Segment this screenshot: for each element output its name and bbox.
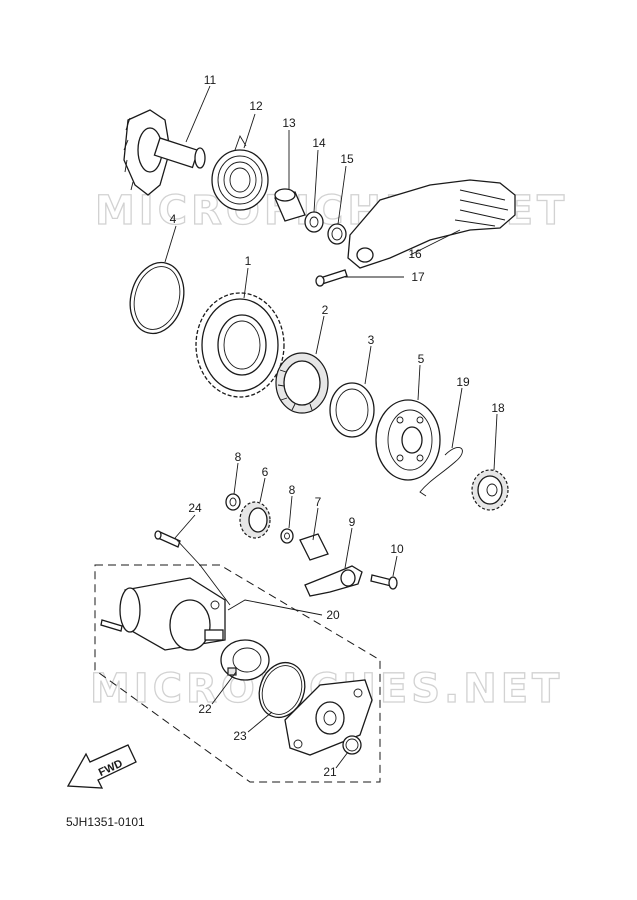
- part-6-idle-gear: [239, 501, 271, 539]
- part-13-sleeve: [274, 188, 306, 222]
- callout-19: 19: [456, 375, 470, 389]
- callout-23: 23: [233, 729, 247, 743]
- callout-8-lower: 8: [289, 483, 296, 497]
- callout-labels: 11 12 13 14 15 4 16 17 1 2 3 5 19 18 8 6…: [170, 73, 505, 779]
- watermark-bottom: MICROFICHES.NET: [90, 666, 563, 712]
- leader-lines: [164, 85, 498, 769]
- callout-17: 17: [411, 270, 425, 284]
- callout-22: 22: [198, 702, 212, 716]
- part-11-kick-axle: [123, 109, 206, 196]
- callout-7: 7: [315, 495, 322, 509]
- callout-11: 11: [204, 73, 217, 87]
- diagram-code: 5JH1351-0101: [66, 815, 145, 829]
- callout-2: 2: [322, 303, 329, 317]
- part-21-end-cover: [284, 679, 373, 756]
- part-8-washer-a: [225, 493, 241, 511]
- callout-14: 14: [312, 136, 326, 150]
- callout-13: 13: [282, 116, 296, 130]
- part-20-starter-motor: [100, 577, 226, 651]
- part-2-one-way-clutch: [275, 352, 329, 414]
- callout-20: 20: [326, 608, 340, 622]
- part-4-o-ring: [129, 261, 185, 335]
- callout-10: 10: [390, 542, 404, 556]
- part-3-collar: [329, 382, 375, 438]
- part-22-brush-holder: [220, 639, 270, 681]
- callout-18: 18: [491, 401, 505, 415]
- callout-5: 5: [418, 352, 425, 366]
- part-8-washer-b: [280, 528, 294, 544]
- assembly-outline: [94, 564, 381, 783]
- part-18-gear: [471, 469, 509, 511]
- part-5-clutch-housing: [375, 399, 441, 481]
- part-9-plate: [304, 565, 363, 597]
- part-19-spring-clip: [419, 447, 463, 497]
- part-15-clip: [327, 223, 347, 245]
- callout-1: 1: [245, 254, 252, 268]
- callout-21: 21: [323, 765, 337, 779]
- part-12-spring: [211, 134, 269, 211]
- part-10-screw: [370, 574, 398, 590]
- callout-15: 15: [340, 152, 354, 166]
- callout-9: 9: [349, 515, 356, 529]
- fwd-arrow: FWD: [66, 744, 137, 789]
- callout-24: 24: [188, 501, 202, 515]
- part-1-wheel-gear: [195, 292, 285, 398]
- part-24-bolt: [154, 530, 181, 548]
- part-7-shaft: [299, 533, 329, 561]
- callout-3: 3: [368, 333, 375, 347]
- callout-12: 12: [249, 99, 263, 113]
- part-23-o-ring: [258, 661, 306, 719]
- callout-6: 6: [262, 465, 269, 479]
- part-14-washer: [304, 211, 324, 233]
- part-17-bolt: [315, 269, 348, 287]
- callout-4: 4: [170, 212, 177, 226]
- callout-16: 16: [408, 247, 422, 261]
- callout-8-upper: 8: [235, 450, 242, 464]
- part-16-kick-lever: [347, 179, 516, 269]
